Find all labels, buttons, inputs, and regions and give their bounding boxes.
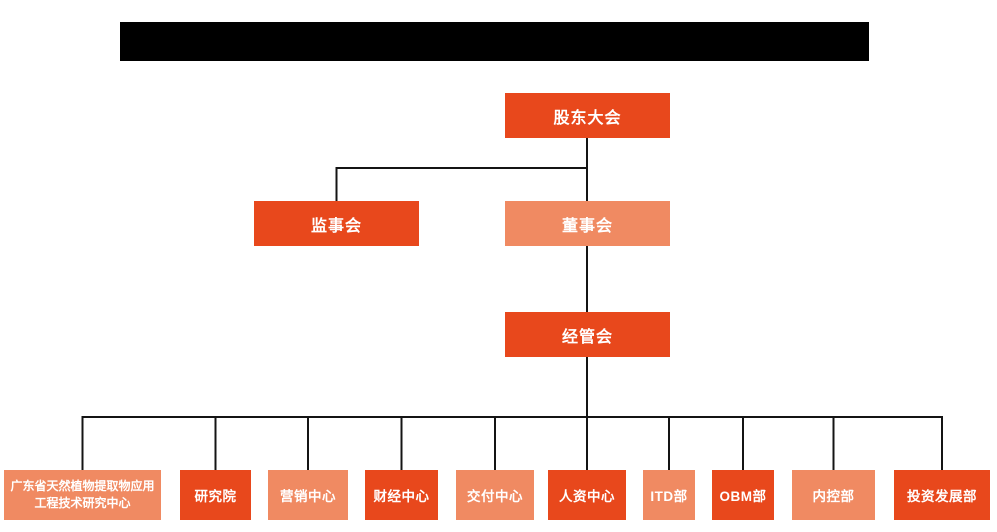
node-label: 经管会	[561, 328, 613, 346]
node-label: 股东大会	[553, 109, 622, 127]
node-label: 投资发展部	[907, 489, 977, 504]
node-research-center: 广东省天然植物提取物应用工程技术研究中心	[4, 470, 161, 520]
node-label: 董事会	[561, 217, 613, 235]
node-obm-department: OBM部	[712, 470, 774, 520]
node-shareholders-meeting: 股东大会	[505, 93, 670, 138]
node-label: 交付中心	[467, 489, 523, 504]
node-label: 财经中心	[373, 489, 430, 504]
node-label: 广东省天然植物提取物应用工程技术研究中心	[10, 479, 155, 510]
node-board-of-directors: 董事会	[505, 201, 670, 246]
node-supervisory-board: 监事会	[254, 201, 419, 246]
node-label: 监事会	[310, 217, 362, 235]
node-label: 内控部	[812, 489, 855, 504]
node-label: OBM部	[719, 489, 767, 504]
node-label: ITD部	[650, 489, 688, 504]
node-research-institute: 研究院	[180, 470, 251, 520]
node-investment-development-department: 投资发展部	[894, 470, 990, 520]
node-hr-center: 人资中心	[548, 470, 626, 520]
node-label: 人资中心	[559, 489, 615, 504]
redacted-title-bar	[120, 22, 869, 61]
node-label: 研究院	[194, 489, 237, 504]
node-label: 营销中心	[280, 489, 336, 504]
node-finance-center: 财经中心	[365, 470, 438, 520]
node-marketing-center: 营销中心	[268, 470, 348, 520]
node-management-committee: 经管会	[505, 312, 670, 357]
node-itd-department: ITD部	[643, 470, 695, 520]
node-internal-control-department: 内控部	[792, 470, 875, 520]
node-delivery-center: 交付中心	[456, 470, 534, 520]
